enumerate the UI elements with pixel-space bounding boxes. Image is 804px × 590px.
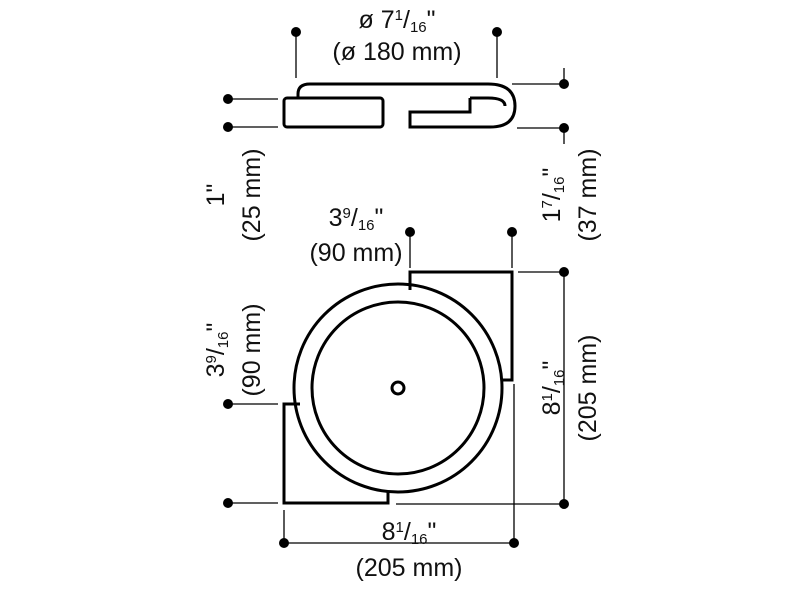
left-offset-num: 9 (203, 355, 220, 363)
height-bottom-dot (559, 499, 569, 509)
width-den: 16 (411, 531, 428, 548)
side-view-upper-lip (470, 96, 507, 107)
width-right-dot (509, 538, 519, 548)
svg-text:81/16": 81/16" (538, 361, 568, 416)
top-offset-left-dot (405, 227, 415, 237)
diameter-whole: 7 (381, 6, 395, 34)
height-metric: (205 mm) (574, 335, 602, 442)
left-offset-whole: 3 (202, 363, 230, 377)
top-offset-num: 9 (343, 205, 351, 222)
diameter-num: 1 (395, 7, 403, 24)
top-offset-right-dot (507, 227, 517, 237)
width-left-dot (279, 538, 289, 548)
left-offset-den: 16 (215, 331, 232, 348)
diameter-symbol: ø (359, 6, 374, 34)
height-num: 1 (539, 393, 556, 401)
height-unit: " (538, 361, 566, 370)
top-offset-whole: 3 (329, 204, 343, 232)
top-offset-metric: (90 mm) (309, 239, 402, 267)
diameter-right-dot (492, 27, 502, 37)
top-view-outer-ring (292, 282, 504, 494)
width-whole: 8 (382, 518, 396, 546)
thickness-large-dimension: 17/16" (37 mm) (512, 68, 602, 242)
diameter-unit: " (427, 6, 436, 34)
left-offset-unit: " (202, 323, 230, 332)
side-view-base-block (282, 96, 385, 129)
height-dimension: 81/16" (205 mm) (396, 267, 602, 509)
thickness-large-unit: " (538, 168, 566, 177)
svg-text:81/16": 81/16" (382, 518, 437, 548)
thickness-small-bottom-dot (223, 122, 233, 132)
left-offset-dimension: 39/16" (90 mm) (202, 303, 278, 508)
thickness-large-num: 7 (539, 200, 556, 208)
thickness-small-top-dot (223, 94, 233, 104)
side-view-tray-outline (296, 82, 517, 129)
svg-text:ø 71/16": ø 71/16" (359, 6, 436, 36)
svg-text:39/16": 39/16" (329, 204, 384, 234)
svg-text:17/16": 17/16" (538, 168, 568, 223)
top-offset-den: 16 (358, 217, 375, 234)
height-den: 16 (551, 369, 568, 386)
diameter-metric: (ø 180 mm) (332, 38, 461, 66)
top-view (282, 270, 514, 505)
left-offset-bottom-dot (223, 498, 233, 508)
svg-text:39/16": 39/16" (202, 323, 232, 378)
thickness-large-bottom-dot (559, 123, 569, 133)
diameter-left-dot (291, 27, 301, 37)
top-view-upper-right-tab (408, 270, 514, 382)
width-dimension: 81/16" (205 mm) (279, 384, 519, 582)
thickness-large-metric: (37 mm) (574, 148, 602, 241)
left-offset-metric: (90 mm) (238, 303, 266, 396)
thickness-large-whole: 1 (538, 208, 566, 222)
top-view-center-hole (390, 380, 406, 396)
top-view-lower-left-tab (282, 402, 390, 505)
thickness-small-dimension: 1" (25 mm) (202, 94, 278, 242)
height-top-dot (559, 267, 569, 277)
side-view (282, 82, 517, 129)
diameter-den: 16 (410, 19, 427, 36)
top-view-inner-ring (310, 300, 486, 476)
thickness-small-imperial: 1" (202, 184, 230, 207)
width-unit: " (428, 518, 437, 546)
top-offset-dimension: 39/16" (90 mm) (309, 204, 517, 268)
top-offset-unit: " (375, 204, 384, 232)
thickness-large-den: 16 (551, 176, 568, 193)
diameter-dimension: ø 71/16" (ø 180 mm) (291, 6, 502, 78)
left-offset-top-dot (223, 399, 233, 409)
thickness-large-top-dot (559, 79, 569, 89)
height-whole: 8 (538, 401, 566, 415)
width-num: 1 (396, 519, 404, 536)
width-metric: (205 mm) (356, 554, 463, 582)
thickness-small-metric: (25 mm) (238, 148, 266, 241)
